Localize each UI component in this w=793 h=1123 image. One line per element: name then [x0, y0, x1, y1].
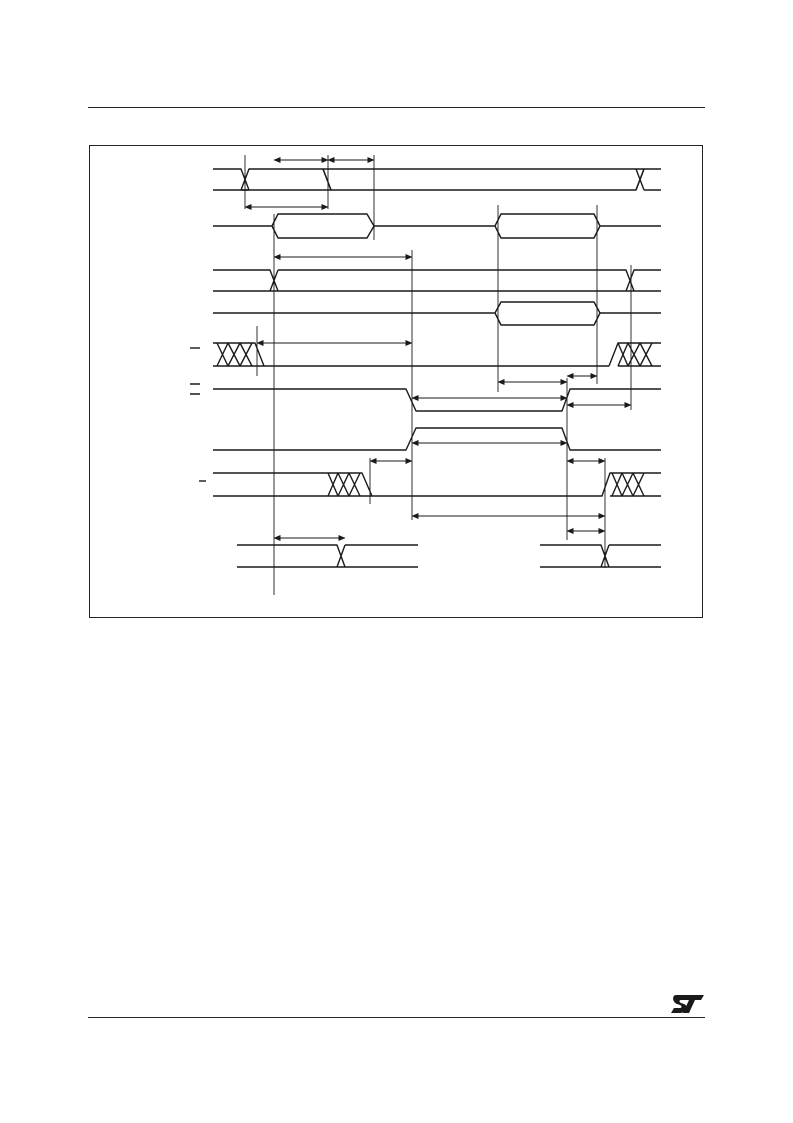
row3-wave-b — [278, 269, 661, 292]
header-rule — [88, 107, 705, 108]
row1-wave-d — [635, 168, 661, 191]
row4-pulse — [213, 301, 661, 326]
timing-diagram-frame — [89, 145, 703, 618]
row8-x-right — [611, 472, 645, 497]
row1-wave-a — [213, 168, 250, 191]
row6-wave — [213, 388, 661, 412]
row7-wave — [213, 427, 661, 451]
row8-wave — [213, 472, 661, 497]
row1-wave-b — [240, 168, 332, 191]
row5-x-right — [617, 342, 653, 367]
row6-overbar — [190, 383, 200, 395]
footer-rule — [88, 1017, 705, 1018]
st-logo-icon — [671, 995, 704, 1013]
row8-x-left — [327, 472, 361, 497]
row9-wave-a — [237, 544, 418, 568]
row5-wave — [213, 342, 661, 367]
row9-wave-b — [540, 544, 661, 568]
row5-x-left — [216, 342, 253, 367]
row3-wave-a — [213, 269, 279, 292]
row2-pulse-a — [213, 213, 380, 239]
row1-wave-c — [322, 168, 645, 191]
row2-pulse-b — [380, 213, 661, 239]
